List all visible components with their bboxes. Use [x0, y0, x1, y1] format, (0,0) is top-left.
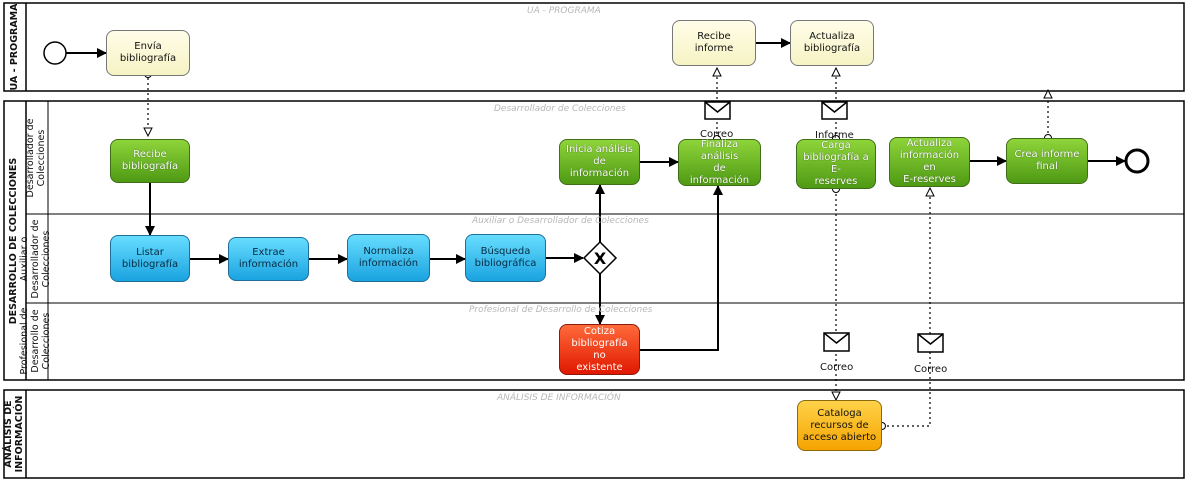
pool-label-ua: UA - PROGRAMA [9, 3, 20, 91]
task-envia-bibliografia[interactable]: Envía bibliografía [106, 30, 190, 76]
task-finaliza-analisis[interactable]: Finaliza análisis de información [678, 139, 761, 186]
task-label: Cataloga recursos de acceso abierto [802, 407, 877, 443]
start-event [43, 41, 67, 65]
lane-title-profesional: Profesional de Desarrollo de Colecciones [469, 305, 653, 315]
task-label: Actualiza información en E-reserves [899, 138, 960, 185]
task-cotiza-bibliografia[interactable]: Cotiza bibliografía no existente [559, 324, 640, 375]
envelope-icon [917, 333, 944, 353]
task-extrae-informacion[interactable]: Extrae información [228, 237, 309, 281]
message-label-correo: Correo [914, 364, 948, 375]
pool-ua-programa [3, 2, 1185, 92]
task-inicia-analisis[interactable]: Inicia análisis de información [559, 139, 640, 185]
task-label: Extrae información [238, 247, 299, 270]
envelope-icon [704, 101, 731, 120]
task-label: Inicia análisis de información [566, 144, 633, 179]
message-label-correo: Correo [820, 362, 854, 373]
lane-title-ua: UA - PROGRAMA [527, 6, 601, 16]
lane-title-auxiliar: Auxiliar o Desarrollador de Colecciones [472, 216, 649, 226]
task-label: Crea informe final [1014, 149, 1080, 172]
message-label-correo: Correo [700, 129, 734, 140]
lane-title-desarrollador: Desarrollador de Colecciones [494, 104, 626, 114]
task-label: Envía bibliografía [119, 41, 177, 64]
pool-analisis-informacion [3, 389, 1185, 479]
task-label: Recibe bibliografía [121, 149, 179, 172]
end-event [1124, 148, 1150, 174]
task-label: Actualiza bibliografía [803, 31, 861, 54]
task-label: Búsqueda bibliográfica [474, 246, 537, 269]
task-label: Listar bibliografía [121, 246, 179, 270]
task-label: Cotiza bibliografía no existente [571, 325, 628, 373]
task-label: Finaliza análisis de información [689, 138, 750, 186]
task-busqueda-bibliografica[interactable]: Búsqueda bibliográfica [465, 234, 546, 282]
task-recibe-informe[interactable]: Recibe informe [672, 20, 756, 66]
task-label: Normaliza información [358, 246, 419, 269]
task-normaliza-informacion[interactable]: Normaliza información [347, 234, 430, 282]
task-actualiza-informacion[interactable]: Actualiza información en E-reserves [889, 137, 970, 187]
task-listar-bibliografia[interactable]: Listar bibliografía [110, 235, 190, 282]
task-recibe-bibliografia[interactable]: Recibe bibliografía [110, 139, 190, 183]
task-carga-bibliografia[interactable]: Carga bibliografía a E- reserves [796, 139, 876, 189]
lane-label-profesional: Profesional de Desarrollo de Colecciones [19, 307, 52, 375]
task-crea-informe-final[interactable]: Crea informe final [1006, 138, 1088, 184]
task-actualiza-bibliografia[interactable]: Actualiza bibliografía [790, 20, 874, 66]
message-label-informe: Informe [815, 130, 854, 141]
lane-label-auxiliar: Auxiliar o Desarrollador de Colecciones [19, 219, 52, 299]
envelope-icon [823, 332, 850, 352]
lane-title-analisis: ANÁLISIS DE INFORMACIÓN [497, 393, 621, 403]
task-label: Recibe informe [694, 31, 734, 54]
task-label: Carga bibliografía a E- reserves [803, 140, 869, 187]
flow-cotiza-finaliza [640, 185, 723, 351]
envelope-icon [821, 101, 848, 120]
gateway-symbol: X [594, 249, 607, 268]
pool-label-ai: ANÁLISIS DE INFORMACIÓN [3, 395, 25, 473]
exclusive-gateway: X [582, 240, 618, 276]
task-cataloga-recursos[interactable]: Cataloga recursos de acceso abierto [797, 400, 882, 451]
lane-label-desarrollador: Desarrollador de Colecciones [25, 118, 47, 198]
pool-desarrollo-colecciones [3, 100, 1185, 381]
msgflow-cataloga-actualizainfo [882, 188, 930, 427]
